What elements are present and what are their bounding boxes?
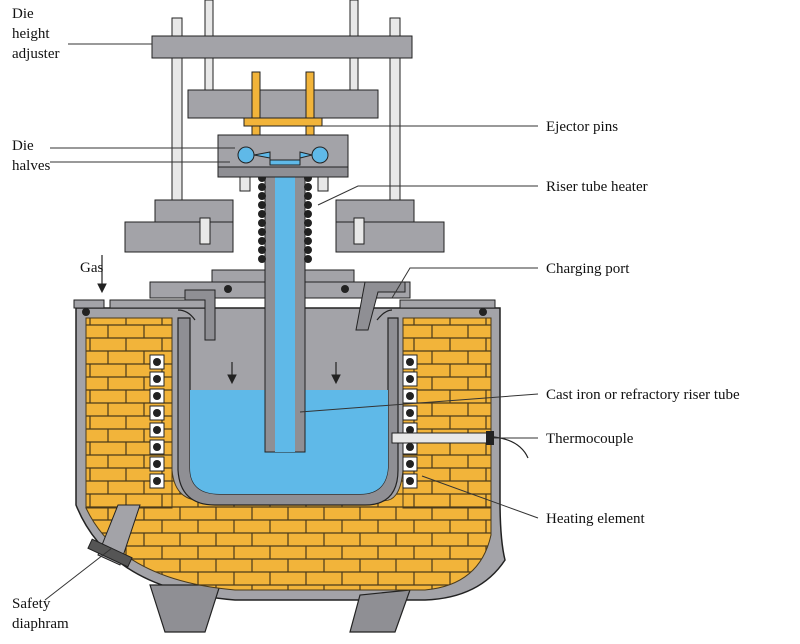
label-die-halves-1: Die [12,138,34,154]
heating-element-coils [149,354,165,489]
coil-turn [258,219,266,227]
coil-turn [304,255,312,263]
coil-turn [153,409,161,417]
coil-turn [406,392,414,400]
die-cavity [237,146,329,166]
label-safety-diaphragm-1: Safety [12,596,51,612]
coil-turn [304,201,312,209]
coil-turn [153,443,161,451]
ejector-pins [243,71,323,151]
coil-turn [153,426,161,434]
coil-turn [304,228,312,236]
label-die-halves-2: halves [12,158,50,174]
coil-turn [258,246,266,254]
label-charging-port: Charging port [546,261,630,277]
coil-turn [406,443,414,451]
die-halves [217,134,349,192]
coil-turn [406,358,414,366]
safety-diaphragm-assembly [87,504,141,568]
lower-platen [124,199,445,253]
coil-turn [258,183,266,191]
coil-turn [153,477,161,485]
coil-turn [153,392,161,400]
label-gas: Gas [80,260,103,276]
label-thermocouple: Thermocouple [546,431,634,447]
label-safety-diaphragm-2: diaphram [12,616,69,632]
left-port-tube [184,289,216,341]
coil-turn [406,375,414,383]
label-die-height-adjuster-3: adjuster [12,46,59,62]
leader-lines [44,43,539,601]
die-height-adjuster-frame [151,0,413,229]
coil-turn [153,358,161,366]
label-ejector-pins: Ejector pins [546,119,618,135]
label-riser-tube: Cast iron or refractory riser tube [546,387,740,403]
labels: Die height adjuster Die halves Gas Safet… [12,6,740,632]
label-die-height-adjuster-1: Die [12,6,34,22]
coil-turn [304,246,312,254]
charging-port [355,281,406,331]
coil-turn [258,192,266,200]
coil-turn [258,210,266,218]
coil-turn [258,255,266,263]
coil-turn [406,409,414,417]
riser-tube [264,161,306,453]
coil-turn [406,477,414,485]
left-leg [149,584,221,633]
coil-turn [258,228,266,236]
coil-turn [153,460,161,468]
brick-lining [85,317,492,591]
label-riser-tube-heater: Riser tube heater [546,179,648,195]
coil-turn [258,237,266,245]
coil-turn [406,426,414,434]
coil-turn [304,219,312,227]
flow-arrows [97,255,393,385]
coil-turn [304,237,312,245]
right-leg [349,589,411,633]
label-heating-element: Heating element [546,511,646,527]
coil-turn [304,183,312,191]
coil-turn [304,210,312,218]
riser-heater-coils [258,174,312,263]
coil-turn [153,375,161,383]
label-die-height-adjuster-2: height [12,26,50,42]
coil-turn [406,460,414,468]
coil-turn [304,192,312,200]
coil-turn [258,201,266,209]
